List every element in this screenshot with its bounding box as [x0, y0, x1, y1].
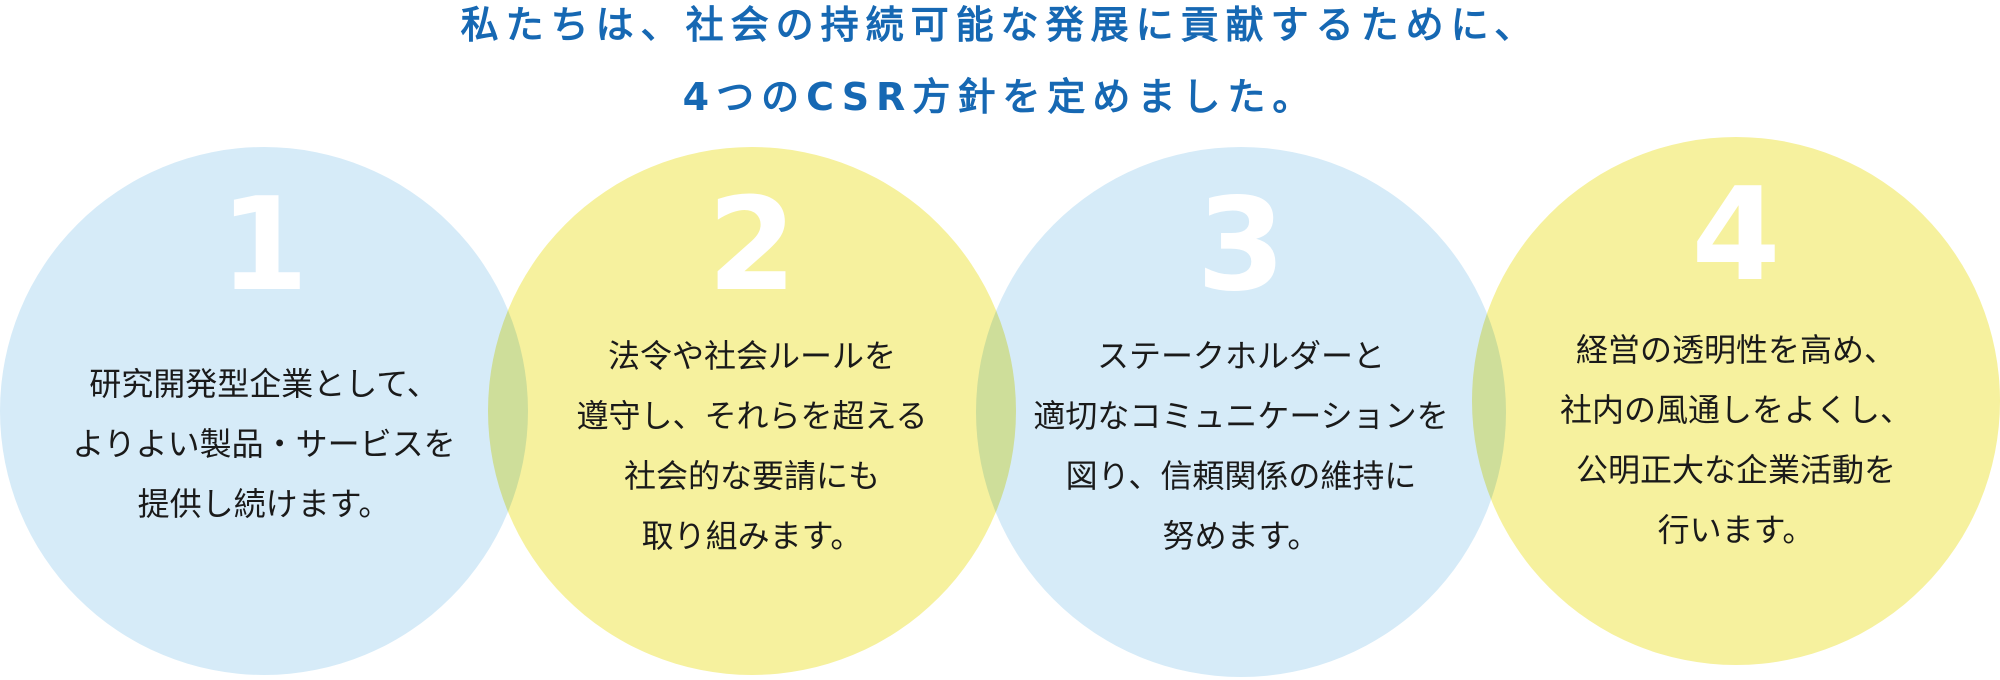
- policy-circle-1: [0, 147, 528, 675]
- policy-4-line: 行います。: [1657, 511, 1815, 549]
- policy-number-4: 4: [1691, 161, 1781, 310]
- policy-text-4: 経営の透明性を高め、 社内の風通しをよくし、 公明正大な企業活動を 行います。: [1516, 320, 1956, 560]
- policy-3-line: 図り、信頼関係の維持に: [1065, 457, 1417, 495]
- policy-3-line: 適切なコミュニケーションを: [1033, 397, 1449, 435]
- policy-circle-2: [488, 147, 1016, 675]
- heading-line-2: 4つのCSR方針を定めました。: [682, 75, 1318, 119]
- policy-1-line: 研究開発型企業として、: [89, 365, 439, 403]
- policy-3-line: 努めます。: [1162, 517, 1320, 555]
- policy-number-2: 2: [707, 171, 797, 320]
- policy-1-line: よりよい製品・サービスを: [72, 425, 456, 463]
- policy-circle-3: [976, 147, 1506, 677]
- policy-4-line: 公明正大な企業活動を: [1575, 451, 1896, 489]
- policy-4-line: 経営の透明性を高め、: [1575, 331, 1896, 369]
- policy-2-line: 遵守し、それらを超える: [576, 397, 928, 435]
- policy-text-3: ステークホルダーと 適切なコミュニケーションを 図り、信頼関係の維持に 努めます…: [1021, 326, 1461, 566]
- policy-3-line: ステークホルダーと: [1096, 337, 1385, 375]
- policy-number-3: 3: [1196, 171, 1286, 320]
- policy-1-line: 提供し続けます。: [137, 485, 391, 523]
- policy-2-line: 社会的な要請にも: [623, 457, 880, 495]
- policy-2-line: 取り組みます。: [641, 517, 863, 555]
- policy-circle-4: [1472, 137, 2000, 665]
- heading-line-1: 私たちは、社会の持続可能な発展に貢献するために、: [460, 3, 1540, 47]
- policy-4-line: 社内の風通しをよくし、: [1559, 391, 1912, 429]
- policy-number-1: 1: [219, 171, 309, 320]
- policy-2-line: 法令や社会ルールを: [607, 337, 896, 375]
- policy-text-2: 法令や社会ルールを 遵守し、それらを超える 社会的な要請にも 取り組みます。: [532, 326, 972, 566]
- policy-text-1: 研究開発型企業として、 よりよい製品・サービスを 提供し続けます。: [44, 354, 484, 534]
